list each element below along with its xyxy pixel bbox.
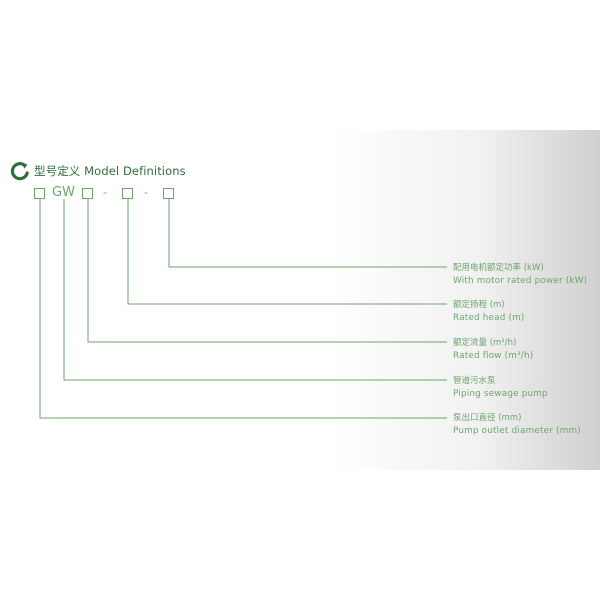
definition-zh: 配用电机额定功率 (kW) xyxy=(453,263,544,273)
definition-zh: 额定扬程 (m) xyxy=(453,300,505,310)
definition-en: Rated flow (m³/h) xyxy=(453,350,534,361)
definition-outlet-diameter: 泵出口直径 (mm) Pump outlet diameter (mm) xyxy=(453,414,581,435)
circle-arrow-icon xyxy=(10,162,29,181)
code-box-rated-head xyxy=(122,188,133,199)
definition-en: Pump outlet diameter (mm) xyxy=(453,425,581,436)
page-title: 型号定义 Model Definitions xyxy=(34,164,186,178)
code-letters-gw: GW xyxy=(52,185,75,200)
definition-zh: 额定流量 (m³/h) xyxy=(453,338,517,348)
code-box-rated-flow xyxy=(82,188,93,199)
definition-sewage-pump: 管道污水泵 Piping sewage pump xyxy=(453,377,548,398)
code-box-motor-power xyxy=(163,188,174,199)
definition-en: With motor rated power (kW) xyxy=(453,275,588,286)
definition-en: Rated head (m) xyxy=(453,312,525,323)
definition-rated-flow: 额定流量 (m³/h) Rated flow (m³/h) xyxy=(453,339,533,360)
definition-zh: 管道污水泵 xyxy=(453,376,496,386)
connector-rated-flow xyxy=(87,199,447,343)
connector-motor-power xyxy=(168,199,447,268)
background-gradient xyxy=(330,130,600,470)
connector-outlet-diameter xyxy=(39,199,447,419)
section-header: 型号定义 Model Definitions xyxy=(10,160,186,182)
definition-zh: 泵出口直径 (mm) xyxy=(453,413,522,423)
connector-sewage-pump xyxy=(63,199,447,381)
code-box-outlet-diameter xyxy=(34,188,45,199)
code-dash-2: - xyxy=(144,186,148,199)
definition-rated-head: 额定扬程 (m) Rated head (m) xyxy=(453,301,525,322)
code-dash-1: - xyxy=(103,186,107,199)
definition-en: Piping sewage pump xyxy=(453,388,548,399)
definition-motor-power: 配用电机额定功率 (kW) With motor rated power (kW… xyxy=(453,264,587,285)
connector-rated-head xyxy=(127,199,447,305)
